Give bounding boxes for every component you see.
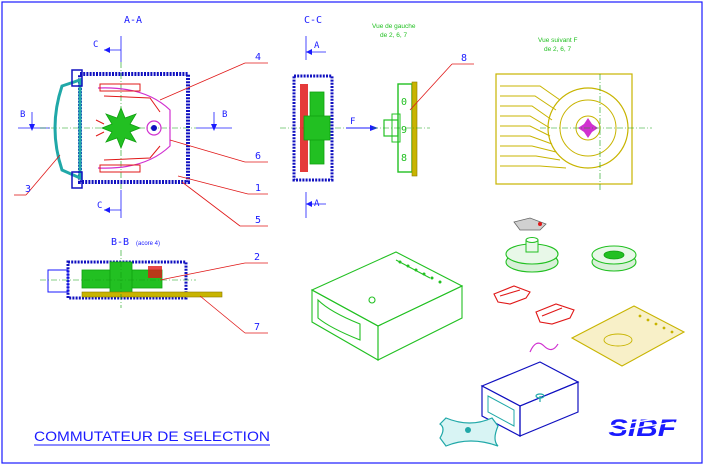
left-view-title-1: Vue de gauche (372, 23, 416, 30)
callout-2: 2 (254, 252, 260, 263)
circuit-board-icon (570, 305, 686, 367)
cut-b-left-label: B (20, 110, 25, 120)
cut-a-bottom-label: A (314, 199, 320, 209)
callout-5: 5 (255, 215, 261, 226)
left-view: Vue de gauche de 2, 6, 7 0 9 8 (372, 23, 474, 177)
section-bb-subtitle: (acore 4) (136, 241, 160, 247)
company-logo: SIBF (607, 415, 678, 442)
section-cc-title: C-C (304, 15, 322, 26)
contact-part-2 (535, 303, 575, 325)
housing-assembly-icon (310, 251, 464, 361)
section-aa-title: A-A (124, 15, 142, 26)
rotor-disc-icon (505, 237, 559, 273)
left-view-title-2: de 2, 6, 7 (380, 32, 407, 39)
callout-1: 1 (255, 183, 261, 194)
callout-3: 3 (25, 184, 31, 195)
cut-a-top-label: A (314, 41, 320, 51)
section-bb-title: B-B (111, 237, 129, 248)
f-view-title-2: de 2, 6, 7 (544, 46, 571, 53)
callout-4: 4 (255, 52, 261, 63)
rotor-star (100, 106, 142, 150)
cut-b-right-label: B (222, 110, 227, 120)
logo-text: SIBF (608, 415, 678, 442)
svg-text:8: 8 (401, 153, 407, 164)
clip-part (513, 217, 547, 231)
f-view: Vue suivant F de 2, 6, 7 (495, 37, 652, 190)
drawer-housing-icon (480, 361, 580, 437)
gear-wheel-icon (591, 245, 637, 272)
f-view-title-1: Vue suivant F (538, 37, 578, 44)
front-bezel (53, 77, 82, 181)
pcb-outline (495, 73, 633, 185)
section-cc-view: C-C A A F (280, 15, 378, 218)
svg-text:0: 0 (401, 97, 407, 108)
svg-text:9: 9 (401, 125, 407, 136)
spring-part (529, 342, 559, 353)
section-aa-view: A-A C C B B (18, 15, 232, 218)
callout-8: 8 (461, 53, 467, 64)
drawing-title: COMMUTATEUR DE SELECTION (34, 428, 270, 444)
contact-part-1 (493, 285, 531, 305)
cut-c-bottom-label: C (97, 201, 102, 211)
housing-cc (292, 74, 334, 182)
knob-icon (439, 417, 499, 447)
callout-6: 6 (255, 151, 261, 162)
callouts-aa (14, 62, 268, 227)
cut-c-top-label: C (93, 40, 98, 50)
arrow-f-label: F (350, 117, 355, 127)
section-bb-view: B-B (acore 4) (40, 237, 268, 334)
callout-7: 7 (254, 322, 260, 333)
